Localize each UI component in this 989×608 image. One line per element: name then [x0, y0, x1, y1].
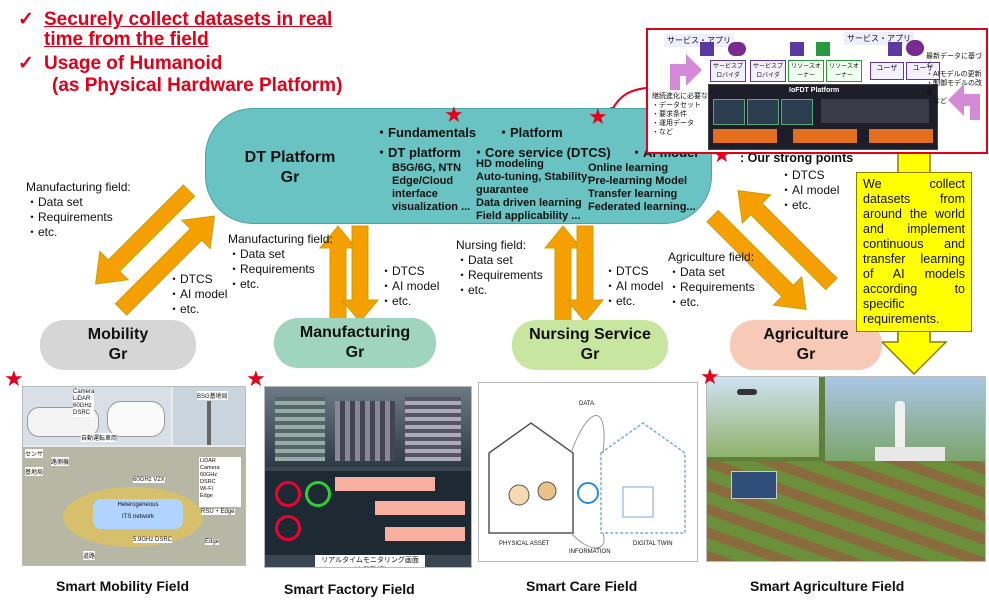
platform-label: ・Platform [497, 125, 563, 140]
user-icon [888, 42, 902, 56]
return-label-nursing: ・DTCS ・AI model ・etc. [604, 264, 664, 308]
robot-icon [906, 40, 924, 56]
panel [747, 99, 779, 125]
field-label-agriculture: Agriculture field: ・Data set ・Requiremen… [668, 250, 755, 309]
panel [781, 99, 813, 125]
orange-tag [869, 129, 933, 143]
solar-panel-icon [731, 471, 777, 499]
service-app-tag: サービス・アプリ [664, 34, 734, 47]
headline-line1: ✓Securely collect datasets in real [18, 9, 333, 30]
return-label-manufacturing: ・DTCS ・AI model ・etc. [380, 264, 440, 308]
monitor-screen [265, 471, 471, 555]
strong-points-items: ・DTCS ・AI model ・etc. [780, 168, 840, 212]
return-label-mobility: ・DTCS ・AI model ・etc. [168, 272, 228, 316]
check-icon: ✓ [18, 53, 34, 74]
resource-owner-box: リソースオーナー [826, 60, 862, 82]
cube-icon [816, 42, 830, 56]
strong-points-label: : Our strong points [740, 151, 854, 165]
headline-line4: (as Physical Hardware Platform) [52, 75, 343, 96]
orange-tag [793, 129, 857, 143]
star-icon: ★ [444, 102, 464, 127]
device-icon [728, 42, 746, 56]
iofdt-box: サービス・アプリ サービス・アプリ サービスプロバイダ サービスプロバイダ リソ… [646, 28, 988, 154]
smart-care-image: DATA PHYSICAL ASSET INFORMATION DIGITAL … [478, 382, 698, 562]
mobility-arrow [95, 184, 215, 316]
caption-care: Smart Care Field [526, 578, 638, 594]
server-icon [700, 42, 714, 56]
iofdt-title: IoFDT Platform [789, 87, 840, 94]
star-icon: ★ [4, 366, 24, 391]
headline-line3: ✓Usage of Humanoid [18, 53, 223, 74]
check-icon: ✓ [18, 9, 34, 30]
iofdt-screen: IoFDT Platform [708, 84, 938, 150]
nursing-arrow [543, 225, 605, 323]
factory-label: リアルタイムモニタリング画面（実験監視） [315, 555, 425, 567]
provider-box: サービスプロバイダ [710, 60, 746, 82]
robot-icon [895, 401, 905, 451]
drone-icon [737, 389, 757, 395]
caption-factory: Smart Factory Field [284, 581, 415, 597]
panel [713, 99, 745, 125]
service-app-tag2: サービス・アプリ [844, 32, 914, 45]
smart-agriculture-image [706, 376, 986, 562]
pink-arrow-right [948, 84, 980, 120]
dt-platform-title: DT Platform Gr [244, 149, 336, 186]
pole-photo: BSG基地局 [173, 387, 245, 445]
connector-line [611, 87, 647, 111]
field-label-nursing: Nursing field: ・Data set ・Requirements ・… [456, 238, 543, 297]
dt-platform-items: B5G/6G, NTN Edge/Cloud interface visuali… [392, 162, 471, 213]
orange-tag [713, 129, 777, 143]
caption-mobility: Smart Mobility Field [56, 578, 190, 594]
star-icon: ★ [700, 364, 720, 389]
fundamentals-label: ・Fundamentals [375, 125, 477, 140]
star-icon: ★ [588, 104, 608, 129]
global-learning-note: We collect datasets from around the worl… [856, 172, 972, 332]
server-icon [790, 42, 804, 56]
user-box: ユーザ [870, 62, 904, 80]
provider-box: サービスプロバイダ [750, 60, 786, 82]
right-note: 最新データに基づく ・AIモデルの更新 ・制御モデルの改善 ・など [926, 53, 982, 105]
caption-agriculture: Smart Agriculture Field [750, 578, 905, 594]
resource-owner-box: リソースオーナー [788, 60, 824, 82]
ai-model-items: Online learning Pre-learning Model Trans… [588, 162, 696, 213]
star-icon: ★ [246, 366, 266, 391]
dt-platform-pill [205, 108, 712, 224]
core-service-items: HD modeling Auto-tuning, Stability- guar… [476, 158, 591, 222]
panel [821, 99, 929, 123]
agriculture-arrow [706, 190, 838, 310]
drone-photo [707, 377, 819, 457]
field-label-mobility: Manufacturing field: ・Data set ・Requirem… [26, 180, 131, 239]
factory-photo [265, 387, 471, 467]
smart-factory-image: リアルタイムモニタリング画面（実験監視） [264, 386, 472, 568]
field-photo [707, 461, 985, 561]
user-box: ユーザ [906, 62, 940, 80]
core-service-label: ・Core service (DTCS) [472, 145, 611, 160]
pink-arrow-left [670, 54, 702, 90]
field-label-manufacturing: Manufacturing field: ・Data set ・Requirem… [228, 232, 333, 291]
left-note: 継続進化に必要な ・データセット ・要求条件 ・運用データ ・など [652, 93, 708, 136]
headline-line2: time from the field [44, 29, 209, 50]
dt-platform-label: ・DT platform [375, 145, 461, 160]
